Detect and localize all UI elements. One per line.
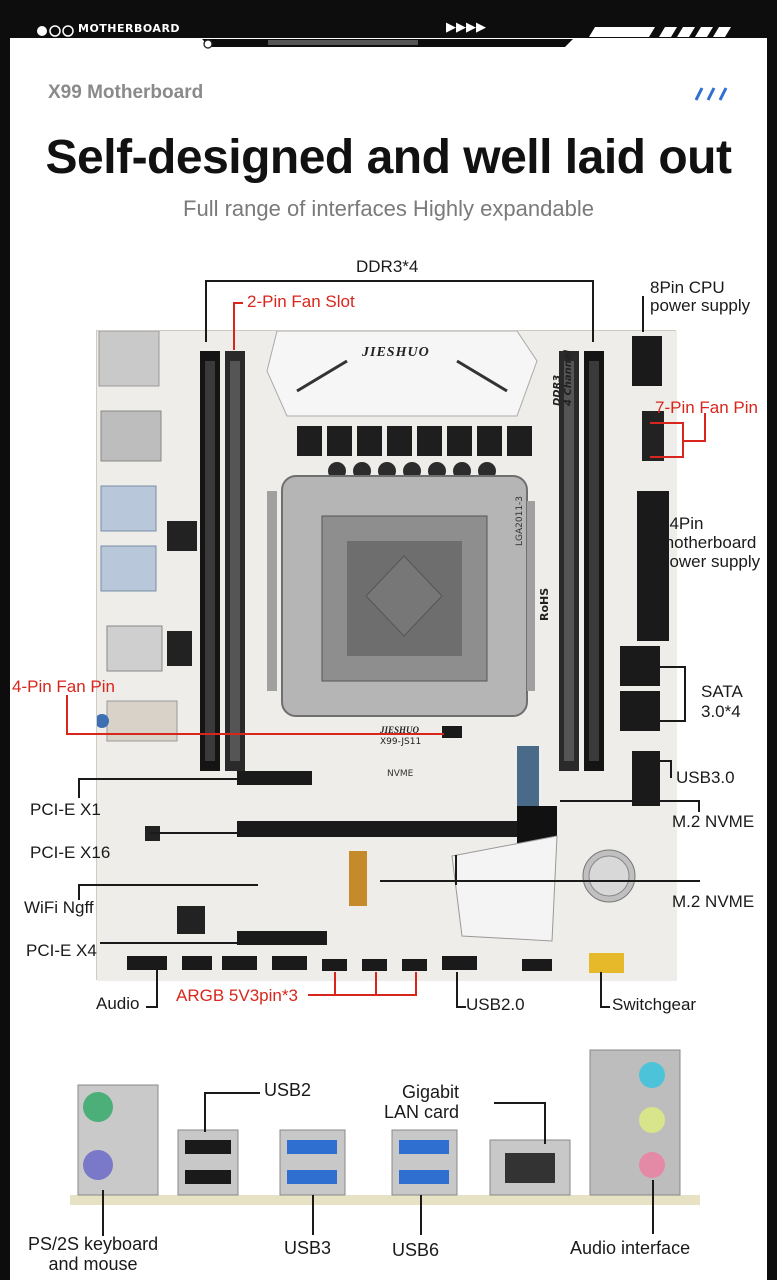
mb-power-line (658, 520, 660, 590)
label-ps2: PS/2S keyboard and mouse (28, 1234, 159, 1274)
label-sata: SATA 3.0*4 (701, 682, 743, 721)
board-model: X99-JS11 (380, 737, 422, 747)
motherboard-drawing (95, 330, 677, 981)
usb30-line-v (670, 760, 672, 778)
ddr3-bracket (205, 280, 593, 282)
label-cpu-power: 8Pin CPU power supply (650, 278, 751, 315)
subtitle-small: X99 Motherboard (48, 82, 204, 103)
argb-line-h (308, 994, 417, 996)
label-mb-power: 24Pin motherboard power supply (660, 514, 761, 571)
label-fan-2pin: 2-Pin Fan Slot (247, 292, 355, 311)
label-lan: Gigabit LAN card (384, 1082, 460, 1122)
usb20-line-h (456, 1006, 466, 1008)
m2-1-line (560, 800, 700, 802)
tagline: Full range of interfaces Highly expandab… (183, 196, 594, 221)
audio-line (156, 966, 158, 1008)
label-audio-interface: Audio interface (570, 1238, 691, 1258)
lan-line-h (494, 1102, 544, 1104)
argb-line-3 (415, 972, 417, 996)
dots-icon (36, 22, 74, 41)
fan4-line-v (66, 695, 68, 735)
motherboard: JIESHUO LGA2011-3 RoHS DDR3 4 Channel JI… (95, 330, 677, 981)
board-brand: JIESHUO (362, 345, 430, 360)
label-usb30: USB3.0 (676, 768, 735, 787)
m2-2-line-v (455, 855, 457, 885)
label-fan-7pin: 7-Pin Fan Pin (655, 398, 758, 417)
brand-tag: MOTHERBOARD (78, 22, 181, 35)
audio-if-line (652, 1180, 654, 1234)
sata-line-1 (660, 666, 684, 668)
board-socket: LGA2011-3 (515, 495, 525, 546)
argb-line-2 (375, 972, 377, 996)
label-pcie-x16: PCI-E X16 (30, 843, 111, 862)
label-m2-nvme-2: M.2 NVME (672, 892, 755, 911)
io-panel (70, 1045, 700, 1205)
label-usb2: USB2 (264, 1080, 312, 1100)
usb3-line (312, 1195, 314, 1235)
ddr3-bracket-left (205, 280, 207, 342)
fan7-line-2 (650, 456, 682, 458)
m2-1-line-v (698, 800, 700, 812)
label-usb3: USB3 (284, 1238, 332, 1258)
usb2-line-v (204, 1092, 206, 1132)
switch-line (600, 972, 602, 1008)
usb2-line-h (204, 1092, 260, 1094)
label-fan-4pin: 4-Pin Fan Pin (12, 677, 115, 696)
fan2-line-h (233, 302, 243, 304)
board-ddr-note: DDR3 4 Channel (552, 349, 574, 406)
ps2-line (102, 1190, 104, 1236)
page-title: Self-designed and well laid out (45, 131, 732, 184)
pcie-x4-line (100, 942, 240, 944)
wifi-line-v (78, 884, 80, 900)
label-audio: Audio (96, 994, 140, 1013)
usb20-line (456, 972, 458, 1008)
sata-line-v (684, 666, 686, 722)
board-brand-2: JIESHUO (380, 725, 420, 735)
top-bar: MOTHERBOARD ▶▶▶▶ (0, 0, 777, 38)
io-panel-drawing (70, 1049, 700, 1205)
pcie-x16-line (150, 832, 260, 834)
stripes-icon (585, 24, 735, 43)
wifi-line (78, 884, 258, 886)
sata-line-2 (660, 720, 684, 722)
label-switchgear: Switchgear (612, 995, 697, 1014)
label-wifi: WiFi Ngff (24, 898, 94, 917)
fan7-line-up (704, 413, 706, 442)
label-ddr3: DDR3*4 (356, 257, 419, 276)
arrows-icon: ▶▶▶▶ (446, 20, 486, 35)
switch-line-h (600, 1006, 610, 1008)
label-usb6: USB6 (392, 1240, 440, 1260)
pcie-x1-line (78, 778, 238, 780)
ddr3-bracket-right (592, 280, 594, 342)
fan2-line (233, 302, 235, 350)
board-nvme: NVME (387, 769, 414, 779)
board-rohs: RoHS (538, 587, 551, 621)
pcie-x1-line-v (78, 778, 80, 798)
m2-2-line (380, 880, 700, 882)
label-usb20: USB2.0 (466, 995, 525, 1014)
lan-line-v (544, 1102, 546, 1144)
usb30-line (660, 760, 672, 762)
audio-line-h (146, 1006, 158, 1008)
usb6-line (420, 1195, 422, 1235)
slash-icon (690, 86, 734, 105)
argb-line-1 (334, 972, 336, 996)
cpu-power-line (642, 296, 644, 332)
label-m2-nvme-1: M.2 NVME (672, 812, 755, 831)
fan7-line-1 (650, 422, 682, 424)
fan4-line-h (66, 733, 444, 735)
label-argb: ARGB 5V3pin*3 (176, 986, 298, 1005)
fan7-line-h (682, 440, 704, 442)
notch (10, 36, 767, 49)
label-pcie-x1: PCI-E X1 (30, 800, 101, 819)
label-pcie-x4: PCI-E X4 (26, 941, 97, 960)
